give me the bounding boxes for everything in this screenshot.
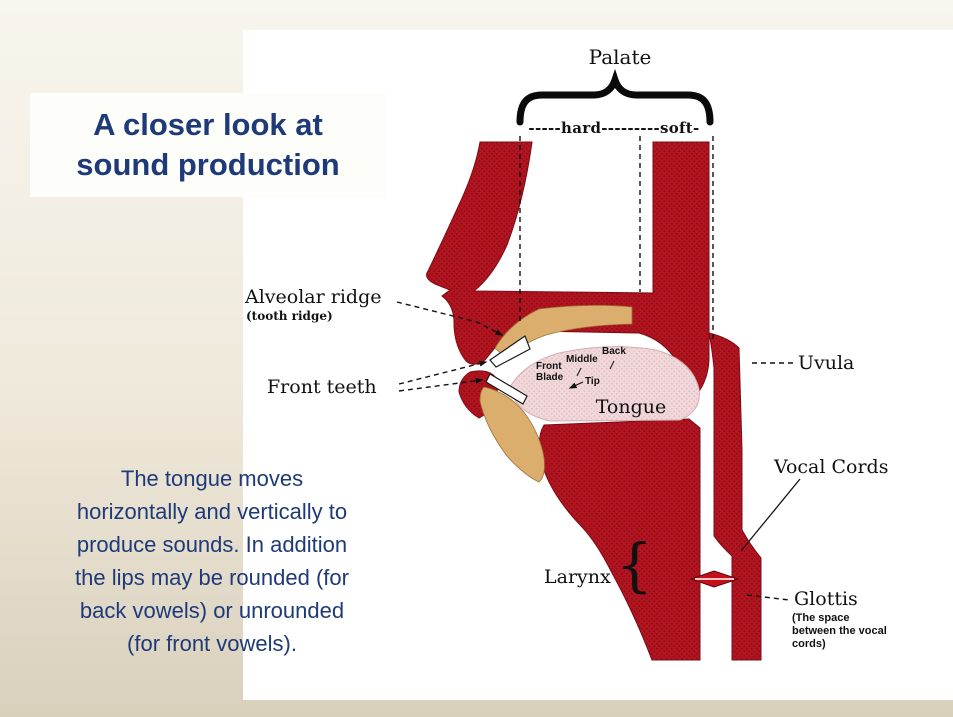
tongue-front-label: Front (536, 361, 562, 372)
alveolar-ridge-label: Alveolar ridge (245, 286, 382, 308)
front-teeth-pointer-upper (398, 360, 488, 385)
tongue-middle-label: Middle (566, 354, 598, 365)
pharynx-wall-shape (708, 332, 762, 661)
slide-body-text: The tongue moves horizontally and vertic… (75, 466, 349, 656)
alveolar-ridge-shape (494, 305, 633, 361)
page-title: A closer look at sound production (76, 107, 340, 182)
glottis-note: (The space between the vocal cords) (792, 612, 887, 650)
lower-tooth-shape (485, 373, 528, 405)
tongue-shape (509, 346, 700, 422)
title-box: A closer look at sound production (30, 93, 386, 197)
uvula-label: Uvula (798, 352, 855, 374)
tongue-back-label: Back (602, 346, 626, 357)
hard-soft-label: -----hard---------soft- (528, 119, 700, 137)
larynx-brace-icon: { (616, 531, 653, 599)
palate-label: Palate (588, 45, 652, 69)
lower-jaw-bone-shape (479, 386, 545, 483)
palate-brace-icon (516, 68, 714, 126)
vocal-cords-pointer (740, 478, 801, 552)
tongue-middle-tick (576, 367, 582, 377)
front-teeth-label: Front teeth (267, 376, 377, 398)
tooth-ridge-sublabel: (tooth ridge) (246, 309, 333, 323)
tongue-label: Tongue (595, 396, 667, 418)
glottis-label: Glottis (794, 588, 858, 610)
alveolar-ridge-pointer (396, 301, 504, 336)
front-teeth-pointer-lower (398, 377, 484, 392)
upper-tooth-shape (489, 335, 531, 368)
tongue-tip-pointer (568, 381, 584, 389)
diagram-panel: Palate -----hard---------soft- Alveolar … (243, 30, 953, 700)
larynx-label: Larynx (544, 566, 611, 588)
tongue-tip-label: Tip (585, 376, 600, 387)
tongue-back-tick (609, 360, 615, 370)
vocal-tract-diagram (396, 68, 801, 661)
glottis-pointer (746, 594, 790, 601)
vocal-cords-label: Vocal Cords (774, 456, 889, 478)
tongue-blade-label: Blade (536, 372, 564, 383)
